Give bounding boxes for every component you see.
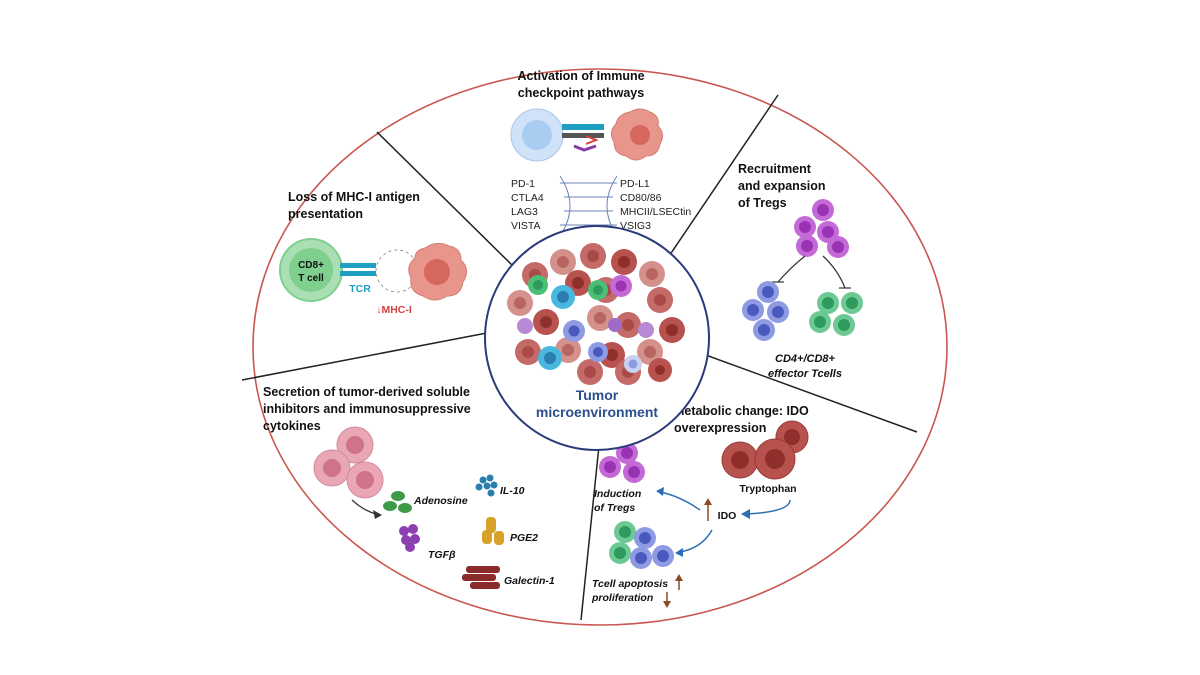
arrowhead-icon — [675, 574, 683, 581]
divider-top-left — [376, 131, 516, 269]
cd8-label-line1: CD8+ — [298, 260, 324, 271]
cd8-label-line2: T cell — [298, 273, 324, 284]
il10-label: IL-10 — [500, 485, 525, 497]
proliferation-label: proliferation — [591, 592, 653, 604]
center-label-line2: microenvironment — [536, 404, 658, 420]
pge2-icon — [482, 517, 504, 545]
arrowhead-icon — [656, 487, 664, 496]
section-tregs: Recruitment and expansion of Tregs CD4+/… — [738, 162, 863, 380]
apoptosis-label: Tcell apoptosis — [592, 578, 668, 590]
tumor-cell-mass-icon — [507, 243, 685, 385]
galectin-label: Galectin-1 — [504, 575, 555, 587]
il10-icon — [475, 474, 498, 497]
inhibit-mark-icon — [585, 135, 599, 145]
checkpoint-left-1: PD-1 — [511, 178, 535, 190]
section-checkpoint: Activation of Immune checkpoint pathways… — [510, 69, 691, 237]
secretion-title-line3: cytokines — [263, 419, 321, 433]
checkpoint-right-1: PD-L1 — [620, 178, 650, 190]
ido-label: IDO — [718, 510, 737, 522]
center-tumor-microenvironment: Tumor microenvironment — [484, 225, 710, 451]
section-metabolic: Metabolic change: IDO overexpression Try… — [591, 404, 809, 608]
mhc-i-label: ↓MHC-I — [376, 304, 412, 316]
adenosine-label: Adenosine — [413, 495, 468, 507]
tcr-bar-icon — [340, 263, 376, 268]
inhibit-line-icon — [822, 255, 846, 289]
effector-blue-cluster-icon — [742, 281, 789, 341]
tregs-title-line2: and expansion — [738, 179, 826, 193]
immune-cells-icon — [517, 275, 654, 373]
ligand-icon — [573, 144, 597, 152]
arrowhead-icon — [675, 548, 683, 557]
secretion-title-line2: inhibitors and immunosuppressive — [263, 402, 471, 416]
tgfb-icon — [399, 524, 420, 552]
treg-cluster-icon — [599, 442, 645, 483]
metabolic-title-line2: overexpression — [674, 421, 766, 435]
metabolic-title-line1: Metabolic change: IDO — [674, 404, 809, 418]
receptor-bar-icon — [562, 124, 604, 130]
checkpoint-right-3: MHCII/LSECtin — [620, 206, 691, 218]
induction-label-line1: Induction — [594, 488, 641, 500]
checkpoint-left-3: LAG3 — [511, 206, 538, 218]
checkpoint-right-4: VSIG3 — [620, 220, 651, 232]
treg-cluster-icon — [794, 199, 849, 258]
arrowhead-icon — [704, 498, 712, 505]
pge2-label: PGE2 — [510, 532, 538, 544]
receptor-bar-icon — [562, 133, 604, 138]
section-dividers — [241, 94, 918, 621]
tryptophan-label: Tryptophan — [739, 483, 796, 495]
secretion-title-line1: Secretion of tumor-derived soluble — [263, 385, 470, 399]
arrowhead-icon — [663, 601, 671, 608]
effector-label-line2: effector Tcells — [768, 368, 842, 380]
section-mhc: Loss of MHC-I antigen presentation CD8+ … — [279, 190, 467, 316]
adenosine-icon — [383, 491, 412, 513]
to-tcell-arrow-icon — [679, 529, 713, 553]
galectin-icon — [462, 566, 500, 589]
arrowhead-icon — [373, 510, 382, 519]
inhibit-line-icon — [777, 255, 806, 283]
checkpoint-left-4: VISTA — [511, 220, 541, 232]
divider-bottom — [580, 435, 601, 621]
tgfb-label: TGFβ — [428, 549, 456, 561]
tumor-cluster-icon — [721, 420, 809, 480]
mhc-title-line1: Loss of MHC-I antigen — [288, 190, 420, 204]
induction-label-line2: of Tregs — [594, 502, 635, 514]
tumor-nucleus-icon — [630, 125, 650, 145]
section-secretion: Secretion of tumor-derived soluble inhib… — [263, 385, 555, 589]
tumor-nucleus-icon — [424, 259, 450, 285]
center-label-line1: Tumor — [576, 387, 619, 403]
tregs-title-line3: of Tregs — [738, 196, 787, 210]
tcell-cluster-icon — [609, 521, 674, 569]
effector-green-cluster-icon — [809, 292, 863, 336]
cd8-nucleus-icon — [289, 248, 333, 292]
tcr-bar-icon — [340, 271, 376, 276]
effector-label-line1: CD4+/CD8+ — [775, 353, 835, 365]
divider-left — [241, 331, 493, 381]
checkpoint-left-2: CTLA4 — [511, 192, 544, 204]
checkpoint-right-2: CD80/86 — [620, 192, 662, 204]
tcr-label: TCR — [349, 283, 371, 295]
checkpoint-title-line2: checkpoint pathways — [518, 86, 644, 100]
tumor-cluster-icon — [313, 426, 384, 499]
t-cell-nucleus-icon — [522, 120, 552, 150]
tregs-title-line1: Recruitment — [738, 162, 812, 176]
mhc-title-line2: presentation — [288, 207, 363, 221]
tryptophan-arrow-icon — [744, 499, 791, 515]
arrowhead-icon — [741, 509, 750, 519]
divider-right — [691, 349, 918, 433]
divider-top-right — [660, 94, 779, 269]
checkpoint-title-line1: Activation of Immune — [517, 69, 644, 83]
